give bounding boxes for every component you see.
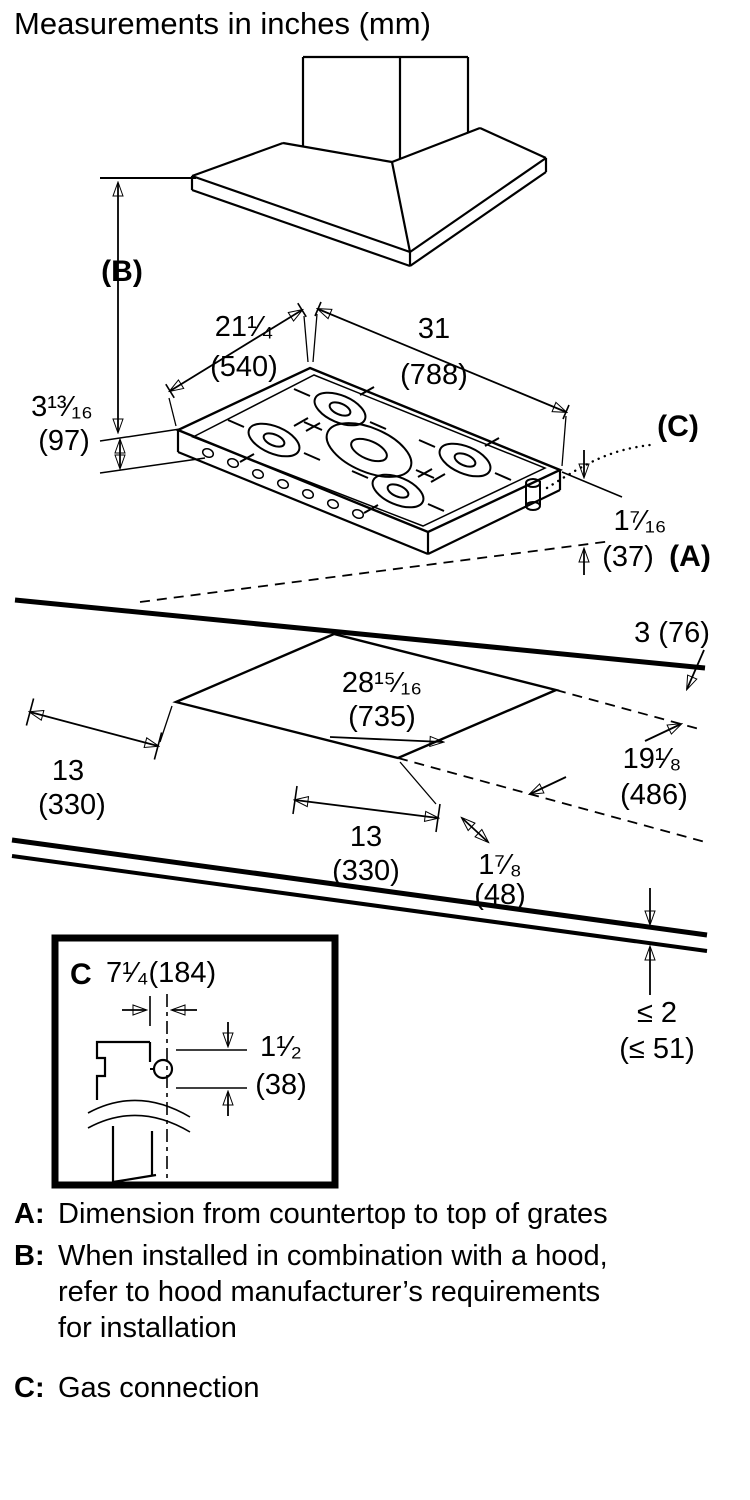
detail-label-c: C: [70, 958, 92, 991]
dim-cutout-width-mm: (735): [348, 701, 416, 733]
dim-cutout-depth-mm: (486): [620, 779, 688, 811]
dim-grate-height-mm: (37): [602, 541, 654, 573]
counter-cross-section: [95, 1040, 150, 1100]
legend-key-b: B:: [14, 1240, 45, 1272]
gas-pipe-section: [152, 1058, 174, 1080]
dim-cutout-width-in: 28¹⁵⁄₁₆: [342, 667, 422, 699]
countertop-back-edge: [14, 597, 706, 671]
dim-cooktop-width-in: 31: [418, 313, 450, 345]
break-line: [87, 1099, 191, 1118]
label-c-callout: (C): [657, 410, 699, 443]
break-line: [87, 1114, 191, 1133]
dim-hood-height: (B): [100, 177, 196, 432]
dim-cooktop-depth: 21¹⁄₄ (540): [165, 302, 309, 427]
dim-cooktop-height-in: 3¹³⁄₁₆: [31, 391, 93, 423]
dim-rear-clearance: 3 (76): [634, 617, 710, 689]
dim-front-clearance: 1⁷⁄₈ (48): [462, 818, 526, 911]
range-hood: [190, 55, 548, 268]
cutout-front-extension: [397, 757, 706, 843]
dim-grate-above-counter: 1⁷⁄₁₆ (37) (A): [139, 450, 711, 603]
dim-counter-thickness: ≤ 2 (≤ 51): [619, 888, 695, 1065]
countertop-plane-dashed: [139, 540, 613, 603]
dim-counter-thickness-mm: (≤ 51): [619, 1033, 695, 1065]
callout-gas-connection: (C): [545, 410, 699, 490]
page-title: Measurements in inches (mm): [14, 6, 431, 41]
dim-front-left-clearance-mm: (330): [332, 855, 400, 887]
grate-bars: [227, 386, 512, 514]
dotted-leader-line: [545, 443, 652, 490]
dim-cooktop-height-mm: (97): [38, 425, 90, 457]
dim-cutout-depth-in: 19¹⁄₈: [623, 743, 682, 775]
dim-left-clearance-mm: (330): [38, 789, 106, 821]
legend-item-b: B: When installed in combination with a …: [14, 1238, 724, 1346]
legend-text-c: Gas connection: [58, 1372, 260, 1404]
dim-cooktop-width-mm: (788): [400, 359, 468, 391]
legend-key-a: A:: [14, 1198, 45, 1230]
dim-rear-clearance-label: 3 (76): [634, 617, 710, 649]
detail-offset-dim: 7¹⁄₄(184): [106, 957, 216, 989]
legend-item-c: C: Gas connection: [14, 1370, 724, 1406]
dim-grate-height-in: 1⁷⁄₁₆: [614, 505, 667, 537]
dim-cooktop-height: 3¹³⁄₁₆ (97): [31, 391, 206, 474]
label-b: (B): [101, 255, 143, 288]
detail-box-gas-connection: C 7¹⁄₄(184) 1¹⁄₂ (38): [51, 934, 339, 1189]
dim-left-clearance: 13 (330): [25, 698, 173, 821]
dim-left-clearance-in: 13: [52, 755, 84, 787]
dim-cutout-depth: 19¹⁄₈ (486): [530, 724, 688, 811]
dim-cutout-width: 28¹⁵⁄₁₆ (735): [329, 667, 443, 742]
cooktop-top-outline: [175, 366, 563, 534]
gas-connection-stub: [525, 478, 541, 511]
legend-item-a: A: Dimension from countertop to top of g…: [14, 1196, 724, 1232]
legend-text-a: Dimension from countertop to top of grat…: [58, 1198, 608, 1230]
detail-drop-dim-mm: (38): [255, 1069, 307, 1101]
dim-front-left-clearance: 13 (330): [292, 761, 441, 887]
center-burner: [325, 422, 413, 478]
dim-front-clearance-mm: (48): [474, 879, 526, 911]
dim-counter-thickness-in: ≤ 2: [637, 997, 677, 1029]
countertop: [11, 597, 708, 953]
dim-front-clearance-in: 1⁷⁄₈: [478, 849, 522, 881]
dim-cooktop-depth-in: 21¹⁄₄: [215, 311, 274, 343]
label-a: (A): [669, 540, 711, 573]
dim-cooktop-depth-mm: (540): [210, 351, 278, 383]
legend: A: Dimension from countertop to top of g…: [14, 1196, 724, 1412]
countertop-front-bottom: [11, 854, 708, 953]
dim-front-left-clearance-in: 13: [350, 821, 382, 853]
legend-key-c: C:: [14, 1372, 45, 1404]
detail-drop-dim-in: 1¹⁄₂: [260, 1031, 302, 1063]
cooktop: [175, 366, 563, 556]
countertop-front-edge: [11, 837, 708, 938]
legend-text-b: When installed in combination with a hoo…: [58, 1240, 608, 1344]
dim-cooktop-width: 31 (788): [312, 301, 570, 467]
detail-box-frame: [51, 934, 339, 1189]
control-knobs: [201, 447, 365, 520]
